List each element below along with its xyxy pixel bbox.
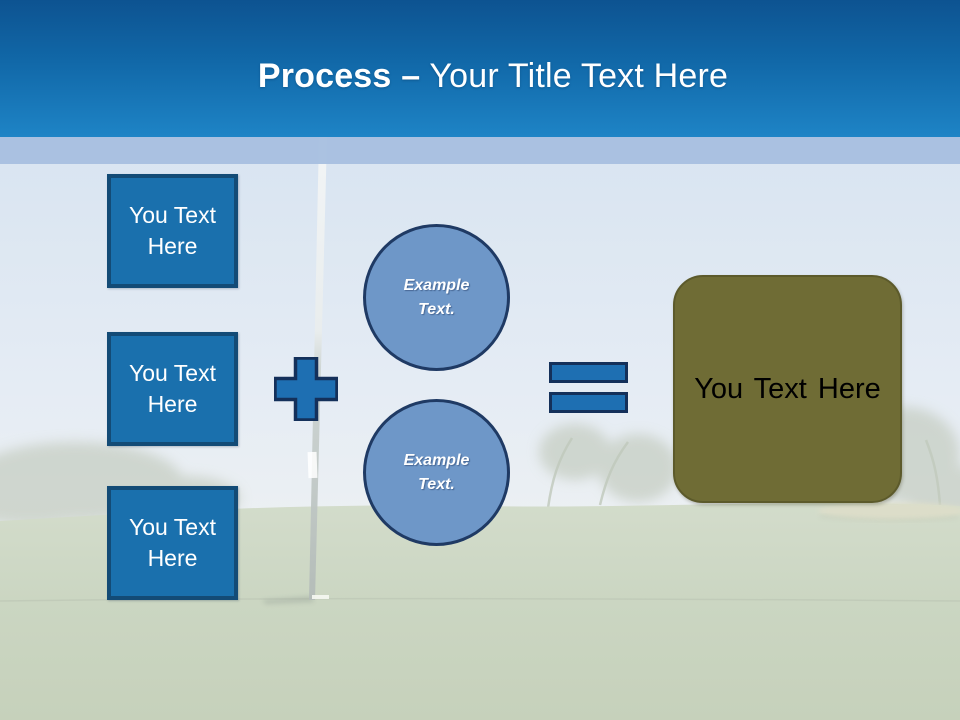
slide-title-keyword: Process (257, 57, 392, 95)
slide-title-text: Your Title Text Here (429, 57, 729, 95)
slide-title-separator: – (401, 57, 421, 95)
input-box-3: You Text Here (107, 486, 238, 600)
header-accent-strip (0, 137, 960, 164)
sand-bunker (818, 502, 960, 520)
input-box-3-label: You Text Here (129, 514, 216, 571)
input-box-1: You Text Here (107, 174, 238, 288)
pole-glint (307, 451, 318, 479)
pole-shadow (262, 596, 314, 604)
example-circle-2-label: Example Text. (403, 451, 470, 493)
equals-bar-top (549, 362, 628, 383)
input-box-2: You Text Here (107, 332, 238, 446)
example-circle-1-label: Example Text. (403, 276, 470, 318)
result-box-label: You Text Here (694, 372, 881, 405)
slide-title: Process – Your Title Text Here (0, 56, 960, 96)
input-box-1-label: You Text Here (129, 202, 216, 259)
equals-bar-bottom (549, 392, 628, 413)
input-box-2-label: You Text Here (129, 360, 216, 417)
example-circle-2: Example Text. (363, 399, 510, 546)
palm-trunks (546, 437, 942, 509)
example-circle-1: Example Text. (363, 224, 510, 371)
grass (0, 503, 960, 720)
result-box: You Text Here (673, 275, 902, 503)
equals-icon (549, 362, 628, 413)
plus-icon (274, 357, 338, 421)
title-bar: Process – Your Title Text Here (0, 0, 960, 137)
cup-highlight (312, 595, 329, 599)
